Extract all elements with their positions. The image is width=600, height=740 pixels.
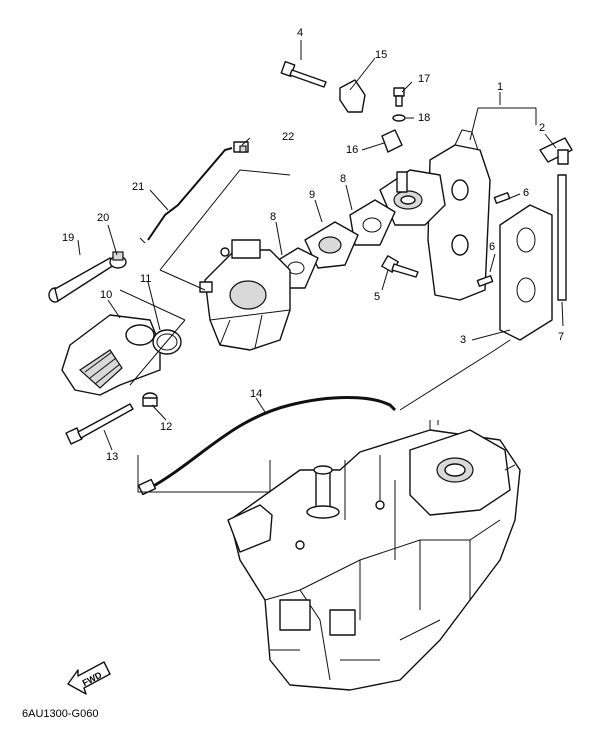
- dowel-pins: [476, 192, 511, 287]
- hose-joint: [539, 137, 573, 165]
- callout-15: 15: [375, 49, 387, 61]
- gasket-8-upper: [349, 199, 396, 246]
- leader-lines: [77, 40, 564, 493]
- intake-manifold: [379, 129, 491, 301]
- holder-15: [339, 79, 366, 113]
- callout-8-upper: 8: [340, 173, 346, 185]
- callout-22: 22: [282, 131, 294, 143]
- callout-4: 4: [297, 27, 303, 39]
- callout-6-lower: 6: [489, 241, 495, 253]
- callout-5: 5: [374, 291, 380, 303]
- callout-7: 7: [558, 331, 564, 343]
- bolt-5: [381, 255, 419, 278]
- callout-1: 1: [497, 81, 503, 93]
- collar-12: [142, 392, 158, 407]
- screw-17: [393, 87, 405, 107]
- collar-20: [109, 251, 127, 269]
- callout-8-lower: 8: [270, 211, 276, 223]
- diagram-code: 6AU1300-G060: [22, 708, 99, 720]
- callout-9: 9: [309, 189, 315, 201]
- callouts: 4 15 17 18 16 22 21 20 19 1 2 6 6 7 3 5 …: [62, 27, 564, 463]
- fuel-hose: [137, 396, 397, 496]
- callout-2: 2: [539, 122, 545, 134]
- intake-silencer: [61, 314, 161, 396]
- callout-18: 18: [418, 112, 430, 124]
- callout-11: 11: [140, 273, 151, 285]
- callout-13: 13: [106, 451, 118, 463]
- callout-20: 20: [97, 212, 109, 224]
- callout-16: 16: [346, 144, 358, 156]
- callout-14: 14: [250, 388, 262, 400]
- bolt-13: [65, 403, 134, 445]
- washer-18: [392, 114, 406, 122]
- fwd-arrow-icon: FWD: [67, 661, 111, 695]
- callout-21: 21: [132, 181, 144, 193]
- callout-17: 17: [418, 73, 430, 85]
- callout-12: 12: [160, 421, 172, 433]
- callout-19: 19: [62, 232, 74, 244]
- callout-10: 10: [100, 289, 112, 301]
- grommet-16: [381, 129, 403, 153]
- carburetor: [199, 239, 291, 351]
- engine-block: [227, 420, 521, 691]
- clip-22: [233, 141, 249, 153]
- callout-3: 3: [460, 334, 466, 346]
- callout-6-upper: 6: [523, 187, 529, 199]
- link-rod: [139, 147, 233, 244]
- bolt-4: [280, 60, 327, 88]
- hose: [557, 174, 567, 301]
- manifold-gasket: [499, 204, 553, 341]
